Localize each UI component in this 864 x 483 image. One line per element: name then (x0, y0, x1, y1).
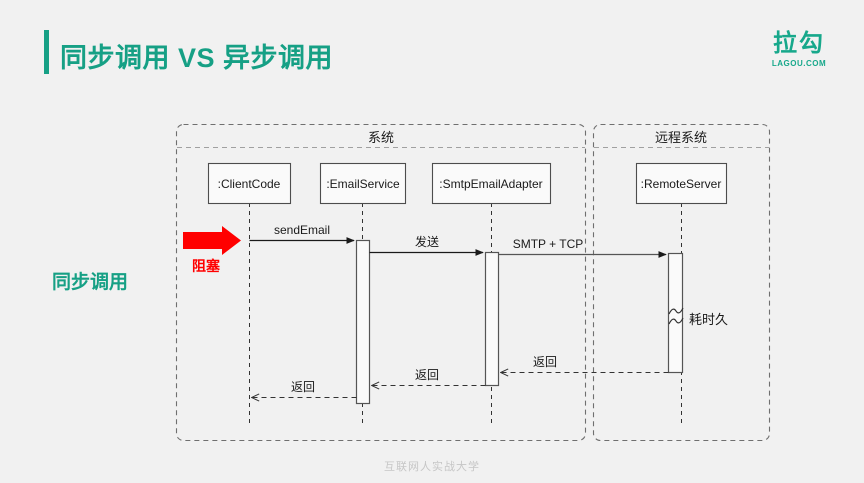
frame-remote-border (592, 123, 771, 442)
frame-remote: 远程系统 (592, 123, 771, 442)
message-sendEmail: sendEmail (249, 223, 355, 244)
message-send-label: 发送 (415, 234, 439, 249)
frame-system: 系统 (175, 123, 587, 442)
blocking-label: 阻塞 (192, 258, 221, 274)
duration-label: 耗时久 (689, 312, 728, 327)
side-caption-sync-call: 同步调用 (52, 272, 129, 293)
page-title: 同步调用 VS 异步调用 (60, 43, 334, 73)
message-return-adapter-label: 返回 (415, 368, 439, 382)
participant-adapter-label: :SmtpEmailAdapter (439, 177, 542, 191)
logo-domain-text: LAGOU.COM (771, 59, 827, 68)
participant-client[interactable]: :ClientCode (207, 162, 292, 205)
message-return-service-label: 返回 (291, 380, 315, 394)
message-sendEmail-label: sendEmail (274, 223, 330, 237)
title-accent-bar (44, 30, 49, 74)
message-return-server: 返回 (501, 355, 669, 373)
participant-service-box[interactable] (319, 162, 407, 205)
activation-bar-service (355, 239, 371, 405)
message-return-server-label: 返回 (533, 355, 557, 369)
message-return-service: 返回 (252, 380, 357, 398)
frame-remote-label: 远程系统 (655, 130, 707, 145)
participant-client-box[interactable] (207, 162, 292, 205)
frame-system-label: 系统 (368, 130, 394, 145)
participant-adapter[interactable]: :SmtpEmailAdapter (431, 162, 552, 205)
red-arrow-icon (183, 226, 241, 255)
logo-chinese-text: 拉勾 (773, 30, 825, 57)
participant-client-label: :ClientCode (218, 177, 281, 191)
message-smtp-tcp: SMTP + TCP (498, 237, 667, 258)
activation-bar-adapter (484, 251, 500, 387)
wavy-break-bottom-icon (668, 317, 684, 325)
participant-server-label: :RemoteServer (641, 177, 722, 191)
participant-server[interactable]: :RemoteServer (635, 162, 728, 205)
blocking-annotation: 阻塞 (183, 226, 241, 274)
participant-service-label: :EmailService (326, 177, 400, 191)
participant-server-box[interactable] (635, 162, 728, 205)
lagou-logo: 拉勾 LAGOU.COM (764, 32, 834, 68)
participant-service[interactable]: :EmailService (319, 162, 407, 205)
activation-bar-server (667, 252, 684, 374)
message-send: 发送 (369, 234, 484, 256)
duration-annotation: 耗时久 (668, 307, 728, 327)
wavy-break-top-icon (668, 307, 684, 315)
message-return-adapter: 返回 (372, 368, 486, 386)
message-smtp-tcp-label: SMTP + TCP (513, 237, 584, 251)
participant-adapter-box[interactable] (431, 162, 552, 205)
footer-text: 互联网人实战大学 (384, 461, 480, 473)
